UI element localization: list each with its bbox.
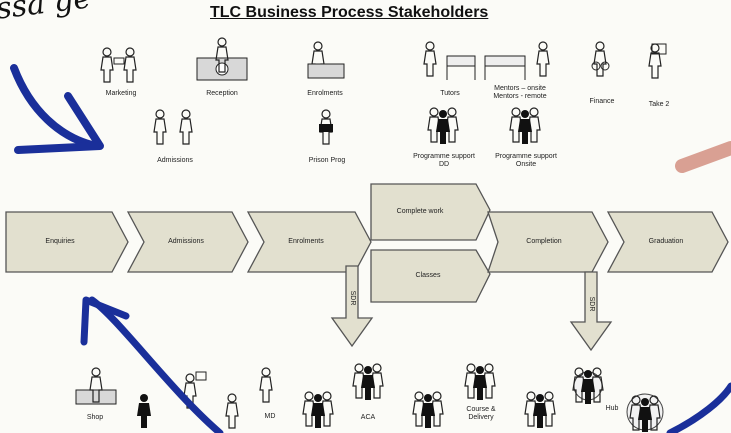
hub-group-icon xyxy=(626,393,664,432)
label-aca: ACA xyxy=(360,414,376,421)
label-programme-support-dd: Programme support DD xyxy=(413,153,475,168)
team-icon xyxy=(303,392,333,428)
process-enquiries xyxy=(5,211,129,273)
hub-icon xyxy=(573,368,603,404)
admissions-icon xyxy=(153,109,193,145)
process-label-enrolments: Enrolments xyxy=(288,238,324,245)
reception-icon xyxy=(196,37,248,81)
shop-icon xyxy=(75,367,117,405)
sdr-label-1: SDR xyxy=(349,290,356,306)
label-admissions: Admissions xyxy=(157,157,193,164)
label-course-delivery: Course & Delivery xyxy=(466,406,496,421)
label-finance: Finance xyxy=(589,98,615,105)
process-label-complete-work: Complete work xyxy=(396,208,444,215)
blue-arrow-head-bottom xyxy=(80,296,130,346)
mentors-icon xyxy=(484,41,550,80)
team-icon xyxy=(413,392,443,428)
courier-icon xyxy=(183,371,207,409)
process-graduation xyxy=(606,211,729,273)
sdr-label-2: SDR xyxy=(588,296,595,312)
course-delivery-icon xyxy=(465,364,495,400)
process-complete-work xyxy=(370,183,491,241)
marketing-icon xyxy=(100,47,137,83)
aca-icon xyxy=(353,364,383,400)
label-marketing: Marketing xyxy=(105,90,137,97)
enrolments-icon xyxy=(307,41,345,79)
pink-stroke xyxy=(675,141,731,173)
process-classes xyxy=(370,249,491,303)
process-label-classes: Classes xyxy=(415,272,441,279)
blue-arrow-top-left xyxy=(10,64,100,150)
label-reception: Reception xyxy=(206,90,238,97)
process-admissions xyxy=(126,211,249,273)
tutors-icon xyxy=(423,41,476,80)
label-mentors: Mentors – onsite Mentors - remote xyxy=(493,85,547,100)
md-icon xyxy=(259,367,273,403)
label-shop: Shop xyxy=(86,414,104,421)
label-hub: Hub xyxy=(605,405,619,412)
blue-curve-right xyxy=(666,382,731,433)
prison-prog-icon xyxy=(319,109,333,145)
process-label-graduation: Graduation xyxy=(648,238,684,245)
sdr-arrow-1 xyxy=(330,265,374,348)
staff-icon xyxy=(225,393,239,429)
programme-support-dd-icon xyxy=(428,108,458,144)
page-title: TLC Business Process Stakeholders xyxy=(210,4,489,21)
staff-icon xyxy=(137,394,151,428)
label-tutors: Tutors xyxy=(440,90,460,97)
take2-icon xyxy=(648,43,667,79)
label-take2: Take 2 xyxy=(648,101,670,108)
blue-arrow-head-top xyxy=(14,92,104,154)
team-icon xyxy=(525,392,555,428)
label-enrolments: Enrolments xyxy=(307,90,343,97)
programme-support-onsite-icon xyxy=(510,108,540,144)
process-label-admissions: Admissions xyxy=(168,238,204,245)
finance-icon xyxy=(591,41,610,77)
label-md: MD xyxy=(264,413,276,420)
label-prison-prog: Prison Prog xyxy=(308,157,346,164)
process-label-enquiries: Enquiries xyxy=(45,238,75,245)
sdr-arrow-2 xyxy=(569,271,613,352)
process-label-completion: Completion xyxy=(526,238,562,245)
blue-arrow-bottom xyxy=(88,296,224,433)
label-programme-support-onsite: Programme support Onsite xyxy=(495,153,557,168)
